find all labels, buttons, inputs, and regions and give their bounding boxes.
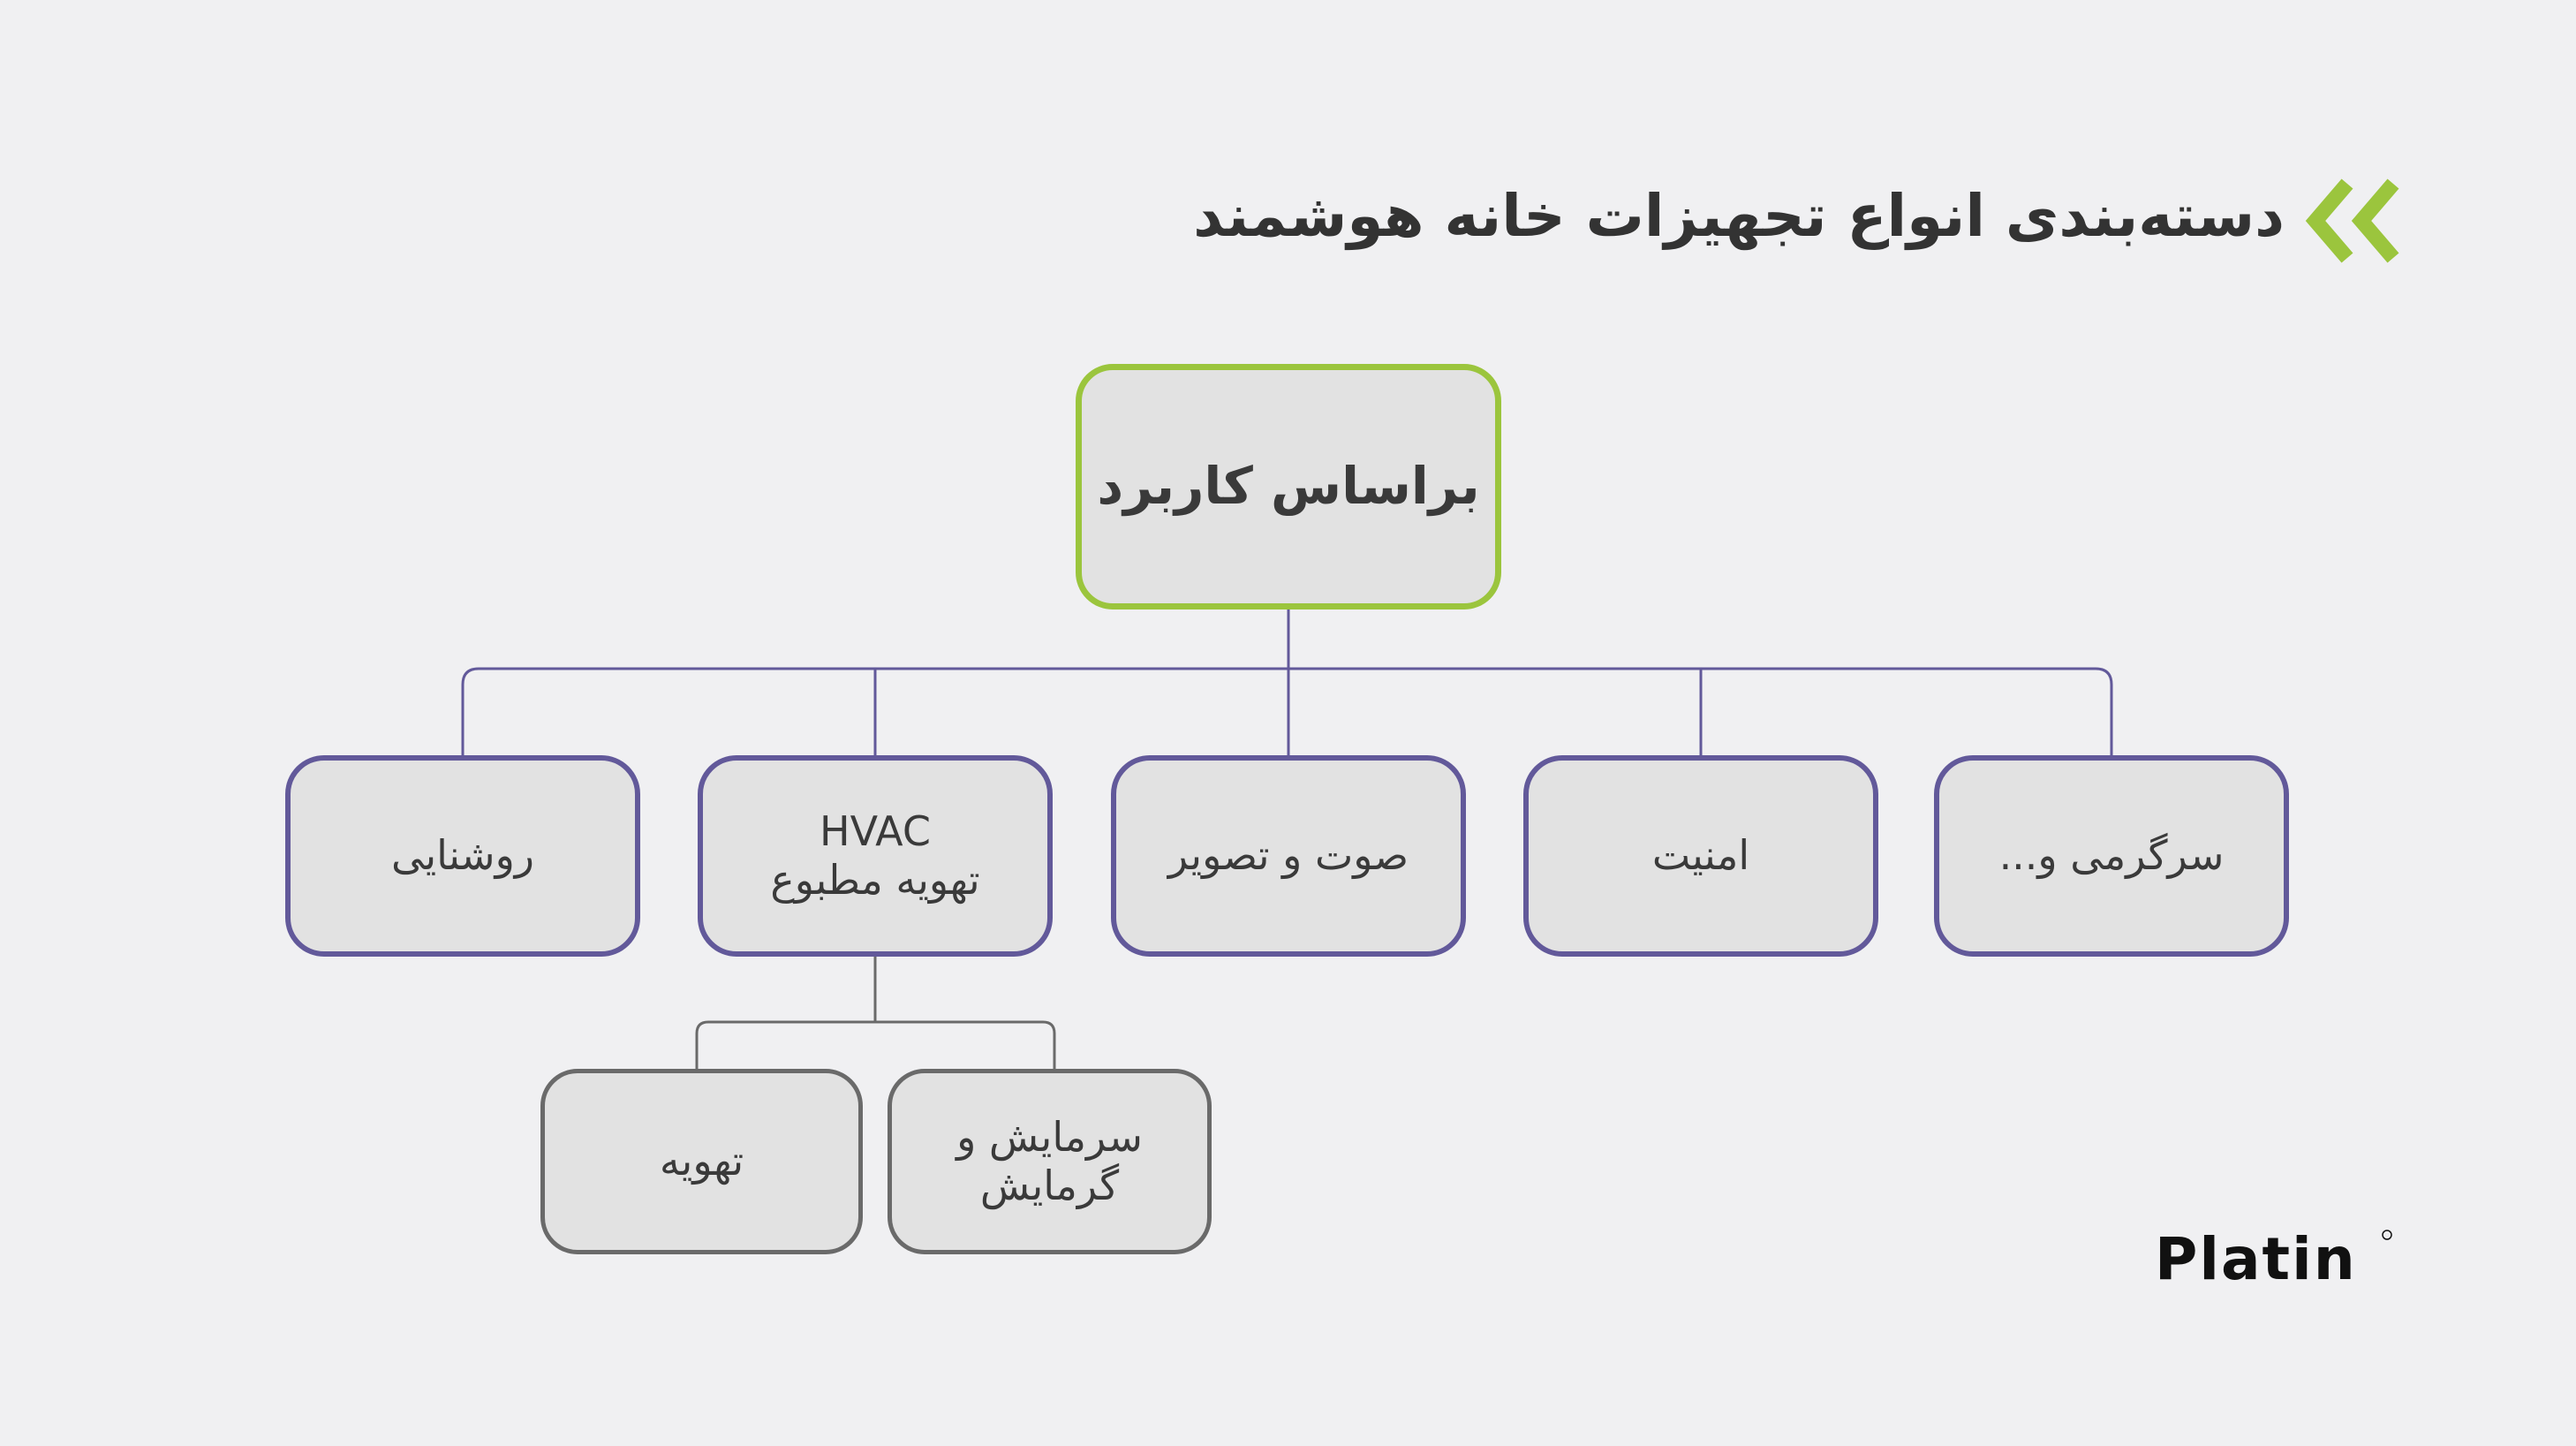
- category-node-audio-video: صوت و تصویر: [1111, 755, 1466, 957]
- category-label: صوت و تصویر: [1167, 831, 1409, 880]
- sub-node-ventilation: تهویه: [540, 1069, 863, 1254]
- double-chevron-left-icon: [2305, 178, 2399, 263]
- category-node-security: امنیت: [1523, 755, 1878, 957]
- page-title: دسته‌بندی انواع تجهیزات خانه هوشمند: [1193, 182, 2285, 250]
- category-label: سرگرمی و...: [1998, 831, 2225, 880]
- platin-logo: Platin: [2155, 1228, 2392, 1288]
- sub-node-label-line2: گرمایش: [979, 1162, 1120, 1209]
- sub-node-cooling-heating: سرمایش و گرمایش: [888, 1069, 1212, 1254]
- category-node-lighting: روشنایی: [285, 755, 640, 957]
- hvac-children-bus-line: [695, 1020, 1056, 1069]
- category-node-hvac: HVAC تهویه مطبوع: [698, 755, 1053, 957]
- sub-node-label-line1: سرمایش و: [956, 1112, 1143, 1161]
- category-label: تهویه مطبوع: [770, 856, 980, 904]
- root-node-by-usage: براساس کاربرد: [1076, 364, 1501, 609]
- root-node-label: براساس کاربرد: [1097, 456, 1480, 517]
- logo-wordmark: Platin: [2155, 1228, 2357, 1288]
- category-node-entertainment: سرگرمی و...: [1934, 755, 2289, 957]
- registered-mark-icon: [2382, 1230, 2392, 1240]
- sub-node-label: تهویه: [659, 1137, 744, 1185]
- category-code-label: HVAC: [820, 806, 931, 855]
- category-label: امنیت: [1651, 831, 1750, 880]
- category-label: روشنایی: [391, 831, 535, 880]
